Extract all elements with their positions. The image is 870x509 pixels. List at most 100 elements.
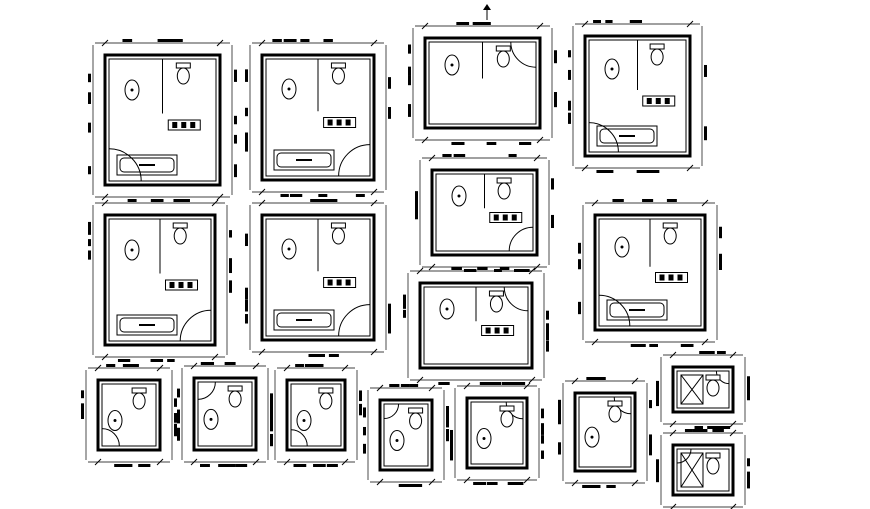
dimension-tick bbox=[370, 39, 378, 47]
door-swing-arc bbox=[338, 304, 371, 337]
outer-wall bbox=[260, 53, 376, 182]
dimension-text-mark bbox=[363, 407, 366, 418]
dimension-text-mark bbox=[704, 126, 707, 135]
dimension-text-mark bbox=[568, 112, 571, 124]
dimension-tick bbox=[416, 376, 424, 384]
outer-wall bbox=[260, 213, 376, 342]
dimension-text-mark bbox=[486, 142, 497, 145]
dimension-text-mark bbox=[578, 301, 581, 310]
dimension-text-mark bbox=[605, 20, 613, 23]
dimension-tick bbox=[94, 458, 102, 466]
dimension-text-mark bbox=[88, 224, 91, 235]
wc-tank bbox=[131, 387, 147, 394]
door-swing-arc bbox=[290, 429, 308, 447]
dimension-text-mark bbox=[175, 199, 187, 202]
dimension-tick bbox=[729, 351, 737, 359]
dimension-tick bbox=[591, 338, 599, 346]
dimension-text-mark bbox=[697, 429, 708, 432]
dimension-text-mark bbox=[446, 416, 449, 428]
wc-bowl bbox=[706, 457, 720, 475]
counter-icon bbox=[165, 279, 198, 291]
shower-diagonal bbox=[680, 452, 704, 488]
dimension-text-mark bbox=[177, 409, 180, 418]
counter-item bbox=[190, 122, 196, 128]
dimension-text-mark bbox=[551, 181, 554, 190]
basin-drain bbox=[302, 419, 306, 422]
dimension-tick bbox=[283, 364, 291, 372]
basin-drain bbox=[287, 247, 291, 251]
dimension-tick bbox=[376, 478, 384, 486]
dimension-tick bbox=[341, 364, 349, 372]
dimension-text-mark bbox=[122, 39, 133, 42]
bathtub-label-mark bbox=[139, 164, 155, 166]
wc-tank bbox=[330, 222, 346, 229]
bathtub-label-mark bbox=[296, 319, 312, 321]
dimension-text-mark bbox=[656, 392, 659, 402]
wc-tank bbox=[175, 62, 191, 69]
basin-drain bbox=[610, 67, 614, 71]
dimension-text-mark bbox=[656, 471, 659, 483]
dimension-text-mark bbox=[554, 92, 557, 104]
dimension-text-mark bbox=[656, 380, 659, 390]
dimension-text-mark bbox=[558, 399, 561, 407]
dimension-tick bbox=[463, 476, 471, 484]
dimension-tick bbox=[701, 199, 709, 207]
dimension-tick bbox=[211, 353, 219, 361]
bathroom-plan bbox=[408, 22, 557, 145]
dimension-tick bbox=[428, 154, 436, 162]
bathroom-plan bbox=[656, 429, 750, 509]
dimension-text-mark bbox=[719, 257, 722, 270]
dimension-text-mark bbox=[177, 388, 180, 398]
dimension-tick bbox=[523, 476, 531, 484]
dimension-text-mark bbox=[88, 92, 91, 104]
dimension-text-mark bbox=[684, 429, 693, 432]
dimension-text-mark bbox=[174, 39, 183, 42]
basin-drain bbox=[590, 435, 594, 439]
dimension-tick bbox=[370, 188, 378, 196]
dimension-text-mark bbox=[388, 107, 391, 117]
wc-tank bbox=[705, 374, 721, 381]
wc-icon bbox=[705, 374, 721, 397]
outer-wall bbox=[671, 443, 735, 497]
dimension-text-mark bbox=[388, 313, 391, 325]
dimension-text-mark bbox=[636, 170, 649, 173]
dimension-text-mark bbox=[649, 447, 652, 456]
dimension-text-mark bbox=[680, 344, 694, 347]
door-swing-arc bbox=[598, 294, 631, 327]
dimension-text-mark bbox=[400, 384, 410, 387]
dimension-text-mark bbox=[218, 464, 230, 467]
wc-icon bbox=[131, 387, 147, 410]
wc-icon bbox=[330, 62, 346, 85]
dimension-tick bbox=[686, 164, 694, 172]
dimension-text-mark bbox=[472, 22, 485, 25]
wc-bowl bbox=[173, 227, 187, 245]
counter-item bbox=[502, 214, 508, 221]
basin-drain bbox=[395, 439, 399, 442]
dimension-text-mark bbox=[245, 314, 248, 324]
door-swing-arc bbox=[510, 41, 537, 68]
bathtub-label-mark bbox=[619, 135, 635, 137]
wc-tank bbox=[496, 177, 512, 184]
dimension-text-mark bbox=[313, 464, 326, 467]
dimension-text-mark bbox=[656, 459, 659, 470]
inner-wall bbox=[676, 448, 730, 492]
dimension-text-mark bbox=[388, 303, 391, 317]
wc-tank bbox=[495, 45, 511, 52]
outer-wall bbox=[671, 365, 735, 414]
dimension-tick bbox=[528, 267, 536, 275]
counter-outline bbox=[167, 119, 201, 131]
bathroom-plan bbox=[245, 199, 391, 357]
wc-icon bbox=[495, 45, 511, 68]
wc-tank bbox=[318, 387, 334, 394]
wc-icon bbox=[705, 452, 721, 475]
bathtub-icon bbox=[116, 154, 178, 176]
bathroom-plan bbox=[81, 364, 177, 467]
dimension-text-mark bbox=[245, 107, 248, 117]
outer-wall bbox=[430, 168, 539, 257]
inner-wall bbox=[578, 396, 632, 468]
counter-icon bbox=[323, 117, 357, 128]
dimension-text-mark bbox=[88, 239, 91, 247]
bathtub-label-mark bbox=[296, 159, 312, 161]
dimension-text-mark bbox=[88, 166, 91, 175]
dimension-text-mark bbox=[456, 22, 470, 25]
